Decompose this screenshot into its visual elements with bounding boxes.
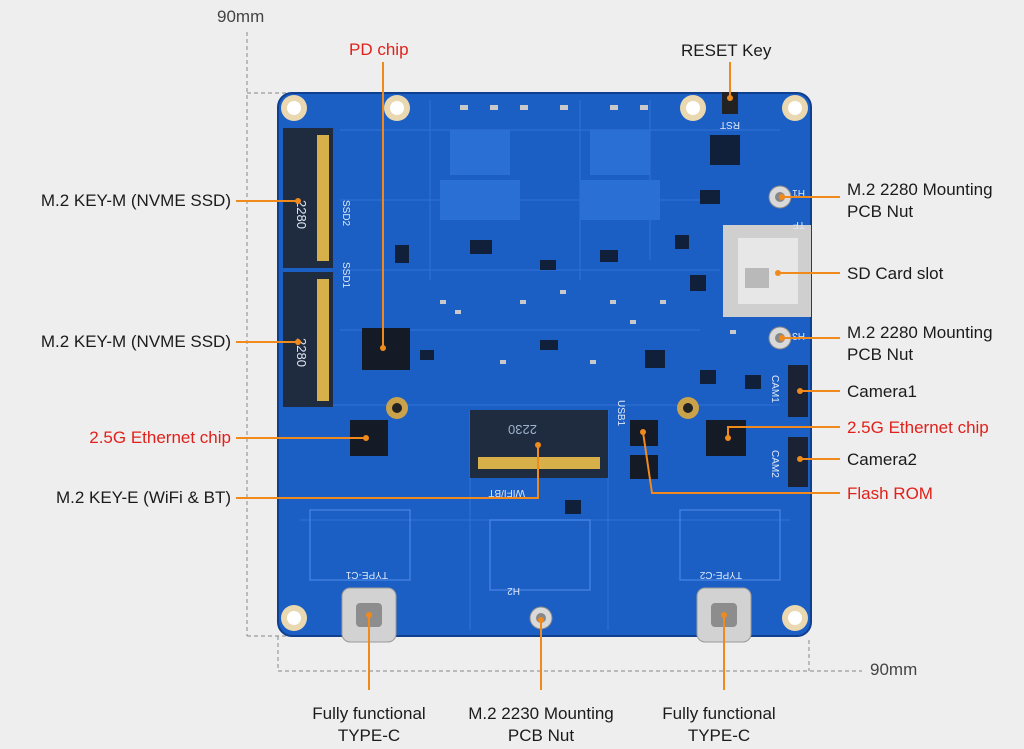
label-nut-bottom-line2: PCB Nut [507, 726, 575, 745]
silk-cam1: CAM1 [769, 375, 780, 403]
label-reset-key: RESET Key [681, 41, 772, 60]
silk-ssd-size-2: 2280 [294, 338, 309, 367]
leader-m2-keye [236, 445, 539, 499]
silk-rst: RST [720, 119, 740, 130]
corner-mounting-holes [281, 95, 808, 631]
label-nut-bottom-line1: M.2 2230 Mounting [468, 704, 614, 723]
silk-typec1: TYPE-C1 [345, 569, 388, 580]
silk-h3: H3 [792, 330, 805, 341]
label-typec-right-line2: TYPE-C [687, 726, 751, 745]
label-nut-mid-line2: PCB Nut [847, 345, 914, 364]
label-typec-left: Fully functional TYPE-C [289, 703, 449, 747]
label-typec-right: Fully functional TYPE-C [639, 703, 799, 747]
silkscreen-text: 2280 2280 2230 SSD2 SSD1 CAM1 CAM2 H1 H2… [294, 119, 805, 596]
pd-chip [362, 328, 410, 370]
label-nut-mid-line1: M.2 2280 Mounting [847, 323, 993, 342]
silk-wifi-bt: WIFI/BT [488, 487, 525, 498]
silk-ssd2: SSD2 [340, 200, 351, 227]
label-camera2: Camera2 [847, 450, 917, 469]
label-camera1: Camera1 [847, 382, 917, 401]
label-m2-keym-1: M.2 KEY-M (NVME SSD) [40, 191, 231, 210]
leader-eth-right [727, 426, 840, 438]
silk-wifi-size: 2230 [508, 422, 537, 437]
label-nut-top-line1: M.2 2280 Mounting [847, 180, 993, 199]
label-ethernet-chip-right: 2.5G Ethernet chip [847, 418, 989, 437]
silk-ssd1: SSD1 [340, 262, 351, 289]
dimension-width: 90mm [870, 660, 918, 679]
m2-slot-ssd-bottom [283, 272, 333, 407]
label-m2-keym-2: M.2 KEY-M (NVME SSD) [40, 332, 231, 351]
reset-key [722, 92, 738, 114]
label-m2-keye: M.2 KEY-E (WiFi & BT) [55, 488, 231, 507]
label-typec-right-line1: Fully functional [662, 704, 776, 723]
sd-card-slot [723, 225, 811, 317]
silk-ssd-size-1: 2280 [294, 200, 309, 229]
label-pd-chip: PD chip [349, 40, 409, 59]
silk-typec2: TYPE-C2 [699, 569, 742, 580]
label-nut-top-line2: PCB Nut [847, 202, 914, 221]
leader-endpoints [295, 95, 803, 623]
leader-flash-rom [642, 431, 840, 494]
silk-cam2: CAM2 [769, 450, 780, 478]
label-typec-left-line1: Fully functional [312, 704, 426, 723]
silk-usb1: USB1 [615, 400, 626, 427]
label-typec-left-line2: TYPE-C [337, 726, 401, 745]
leader-lines [236, 62, 840, 690]
label-sd-slot: SD Card slot [847, 264, 944, 283]
dimension-height: 90mm [217, 7, 265, 26]
label-ethernet-chip-left: 2.5G Ethernet chip [89, 428, 231, 447]
silk-h2: H2 [507, 585, 520, 596]
pcb-board [277, 92, 812, 643]
label-flash-rom: Flash ROM [847, 484, 933, 503]
label-nut-bottom: M.2 2230 Mounting PCB Nut [446, 703, 636, 747]
dimension-lines [246, 32, 862, 672]
camera-connector-2 [788, 437, 808, 487]
silk-tf: TF [793, 219, 805, 230]
silk-h1: H1 [792, 187, 805, 198]
m2-slot-ssd-top [283, 128, 333, 268]
